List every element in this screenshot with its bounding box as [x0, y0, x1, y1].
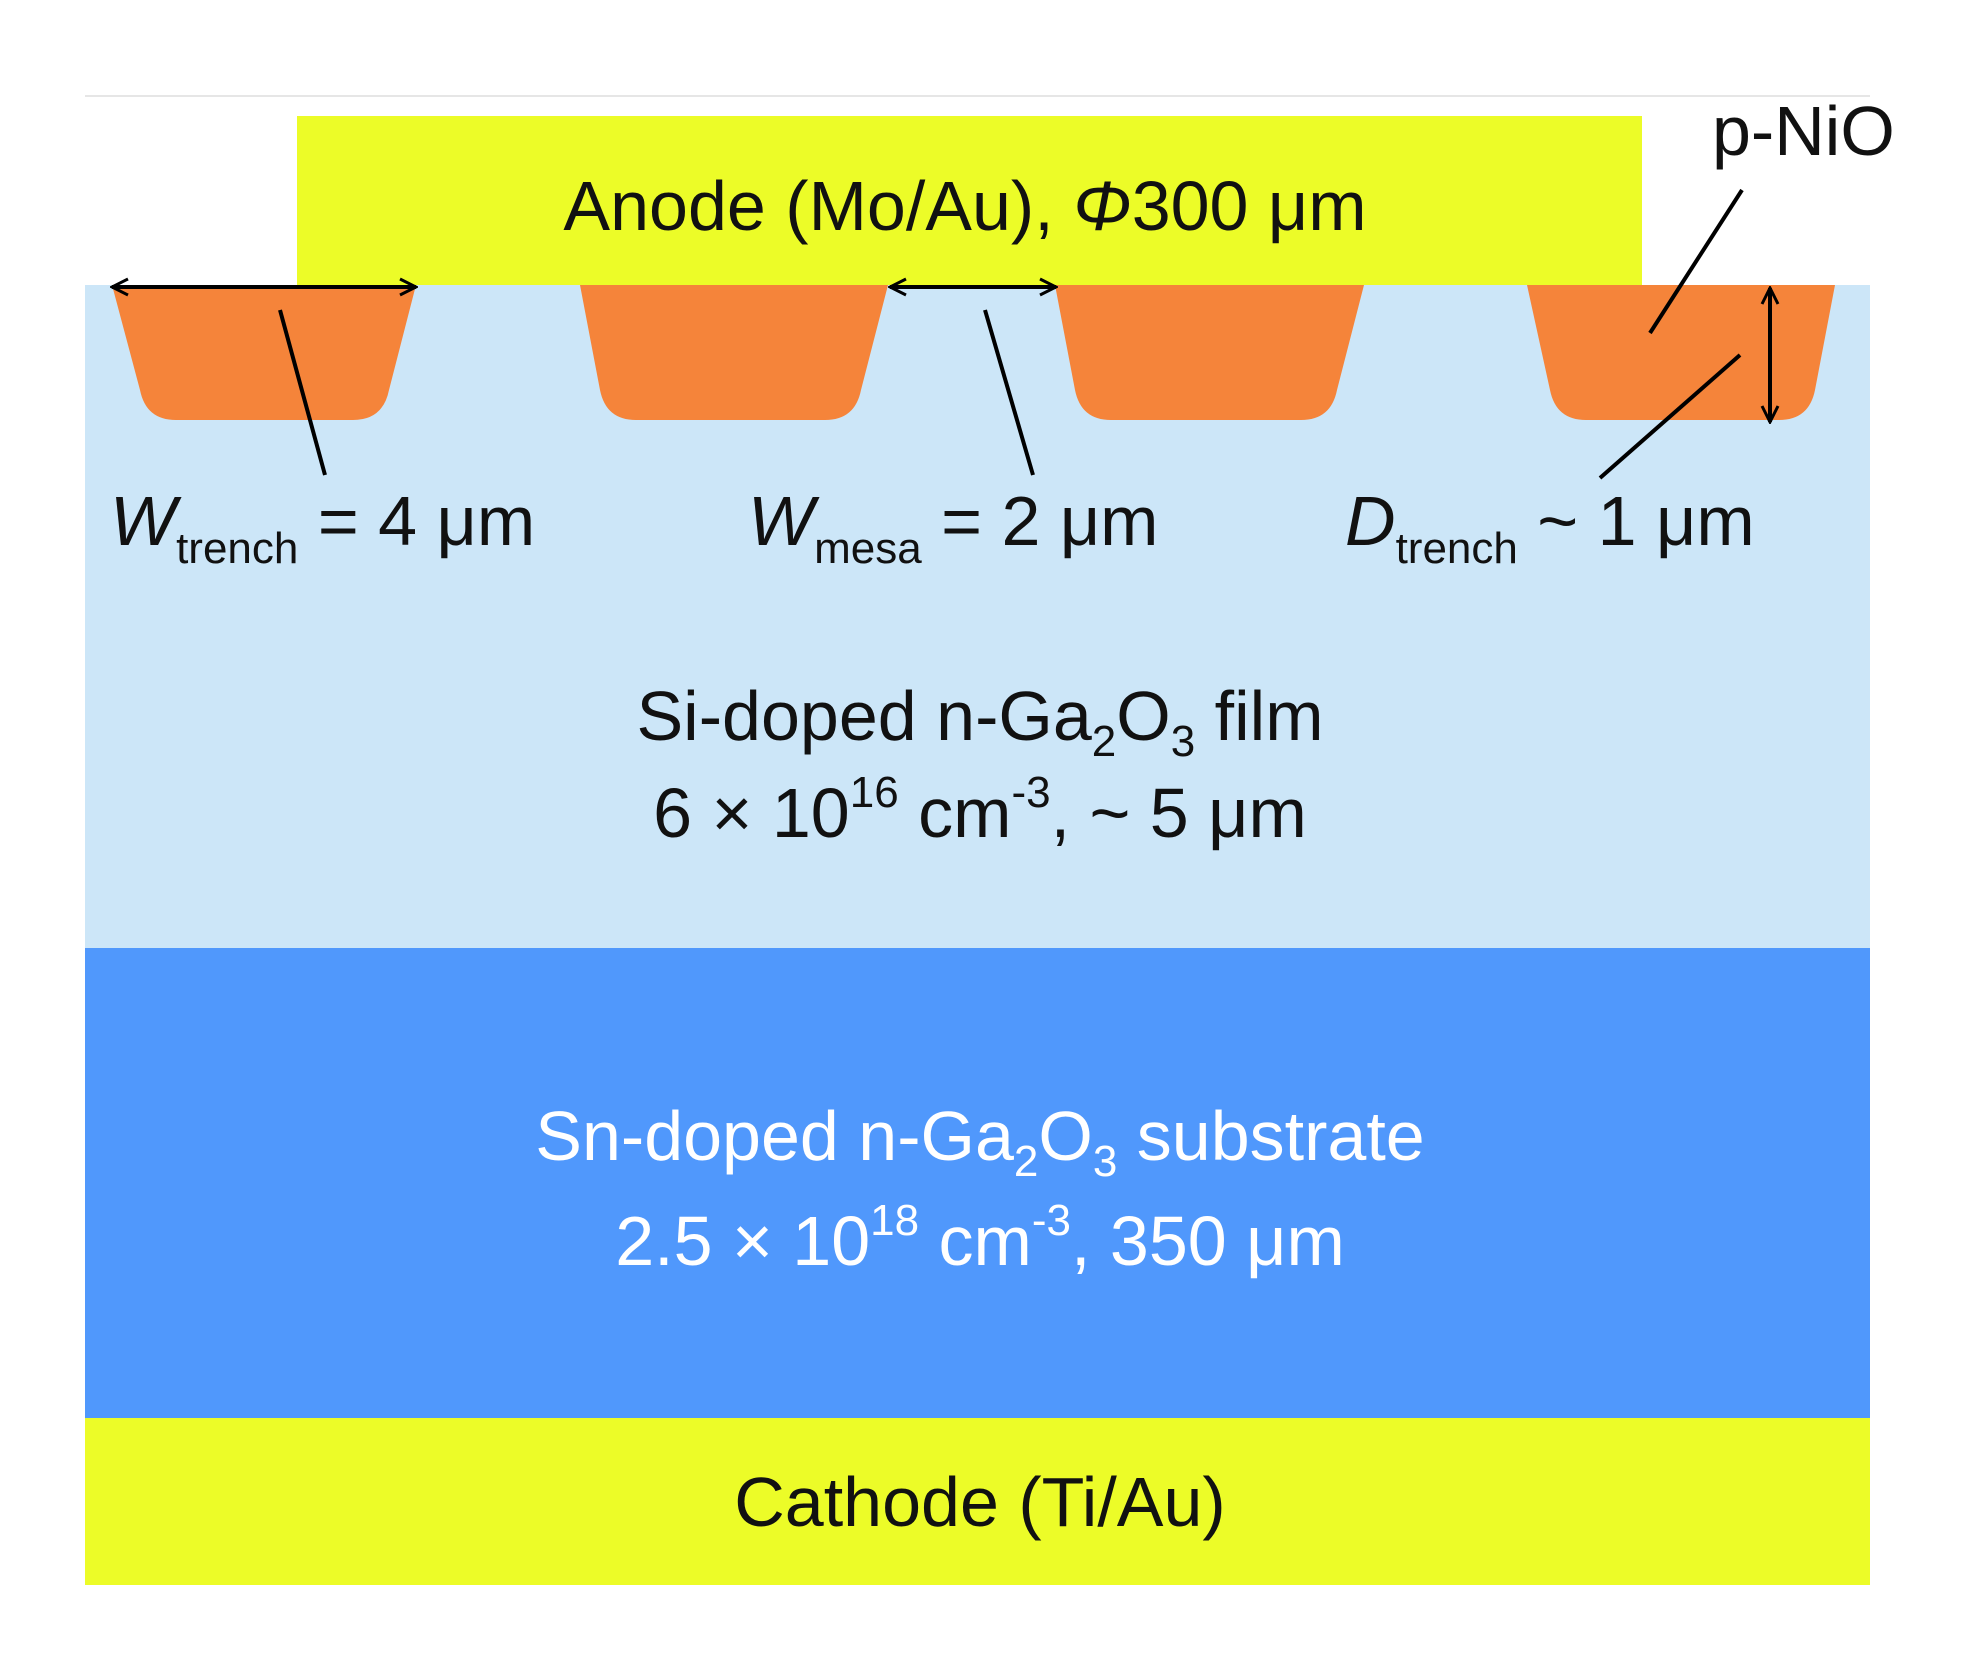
p-nio-label: p-NiO: [1712, 92, 1895, 170]
p-nio-leader-line: [1648, 188, 1744, 335]
anode-label: Anode (Mo/Au), Φ300 μm: [563, 167, 1366, 245]
anode-layer: [297, 116, 1642, 285]
w-mesa-leader-line: [983, 309, 1035, 476]
w-trench-leader-line: [278, 309, 327, 476]
p-nio-trench-4: [1527, 285, 1835, 420]
p-nio-trench-1: [112, 285, 416, 420]
d-trench-leader-line: [1598, 353, 1742, 480]
substrate-label-line2: 2.5 × 1018 cm-3, 350 μm: [615, 1196, 1345, 1280]
p-nio-trench-3: [1055, 285, 1364, 420]
cathode-label: Cathode (Ti/Au): [734, 1463, 1226, 1541]
cathode-layer: [85, 1418, 1870, 1585]
substrate-label-line1: Sn-doped n-Ga2O3 substrate: [535, 1097, 1424, 1186]
film-label-line2: 6 × 1016 cm-3, ~ 5 μm: [653, 768, 1307, 852]
n-ga2o3-substrate-layer: [85, 948, 1870, 1418]
d-trench-label: Dtrench ~ 1 μm: [1345, 482, 1755, 573]
film-label-line1: Si-doped n-Ga2O3 film: [636, 677, 1323, 766]
p-nio-trench-2: [580, 285, 888, 420]
w-trench-label: Wtrench = 4 μm: [110, 482, 535, 573]
w-mesa-label: Wmesa = 2 μm: [748, 482, 1158, 573]
